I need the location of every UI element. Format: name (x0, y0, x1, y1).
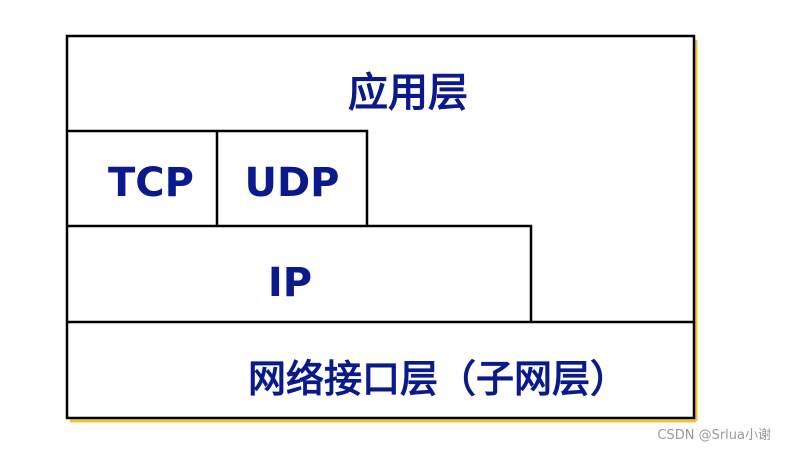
ip-layer-label: IP (268, 260, 312, 306)
layer-dividers (67, 129, 694, 324)
csdn-watermark: CSDN @Srlua小谢 (657, 428, 771, 443)
network-interface-layer-label: 网络接口层（子网层） (248, 357, 628, 401)
tcp-layer-label: TCP (108, 160, 194, 206)
udp-layer-label: UDP (245, 160, 340, 206)
frame-shadow (70, 40, 698, 423)
application-layer-label: 应用层 (348, 70, 468, 116)
